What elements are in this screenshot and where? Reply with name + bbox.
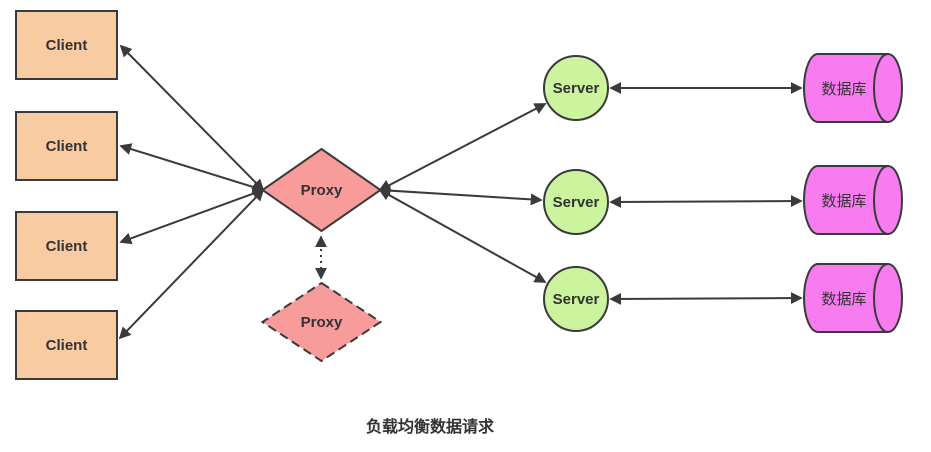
database-label: 数据库 xyxy=(821,290,867,308)
database-label: 数据库 xyxy=(821,80,867,98)
backup-proxy-label: Proxy xyxy=(300,313,343,331)
server-node-3: Server xyxy=(543,266,609,332)
database-node-2: 数据库 xyxy=(803,165,903,235)
connector-proxy-server-2 xyxy=(378,184,543,206)
client-node-1: Client xyxy=(15,10,118,80)
backup-proxy-diamond-shape xyxy=(261,282,382,362)
client-node-4: Client xyxy=(15,310,118,380)
client-label: Client xyxy=(45,336,88,354)
connector-server2-db2 xyxy=(609,195,803,208)
connector-proxy-client-4 xyxy=(118,188,265,340)
server-node-1: Server xyxy=(543,55,609,121)
backup-proxy-node: Proxy xyxy=(261,282,382,362)
diagram-title: 负载均衡数据请求 xyxy=(365,419,495,436)
connector-proxy-client-2 xyxy=(119,143,265,193)
database-cylinder-shape xyxy=(803,263,903,333)
connector-proxy-server-1 xyxy=(378,103,547,191)
connector-proxy-server-3 xyxy=(378,189,547,283)
database-node-3: 数据库 xyxy=(803,263,903,333)
proxy-node: Proxy xyxy=(261,148,382,232)
connector-proxy-client-3 xyxy=(119,187,265,245)
database-cylinder-shape xyxy=(803,53,903,123)
client-label: Client xyxy=(45,237,88,255)
connector-server3-db3 xyxy=(609,292,803,305)
server-node-2: Server xyxy=(543,169,609,235)
database-cylinder-shape xyxy=(803,165,903,235)
proxy-diamond-shape xyxy=(261,148,382,232)
client-node-3: Client xyxy=(15,211,118,281)
client-label: Client xyxy=(45,137,88,155)
server-label: Server xyxy=(552,79,600,97)
proxy-label: Proxy xyxy=(300,181,343,199)
server-label: Server xyxy=(552,193,600,211)
client-node-2: Client xyxy=(15,111,118,181)
client-label: Client xyxy=(45,36,88,54)
server-label: Server xyxy=(552,290,600,308)
database-label: 数据库 xyxy=(821,192,867,210)
database-node-1: 数据库 xyxy=(803,53,903,123)
